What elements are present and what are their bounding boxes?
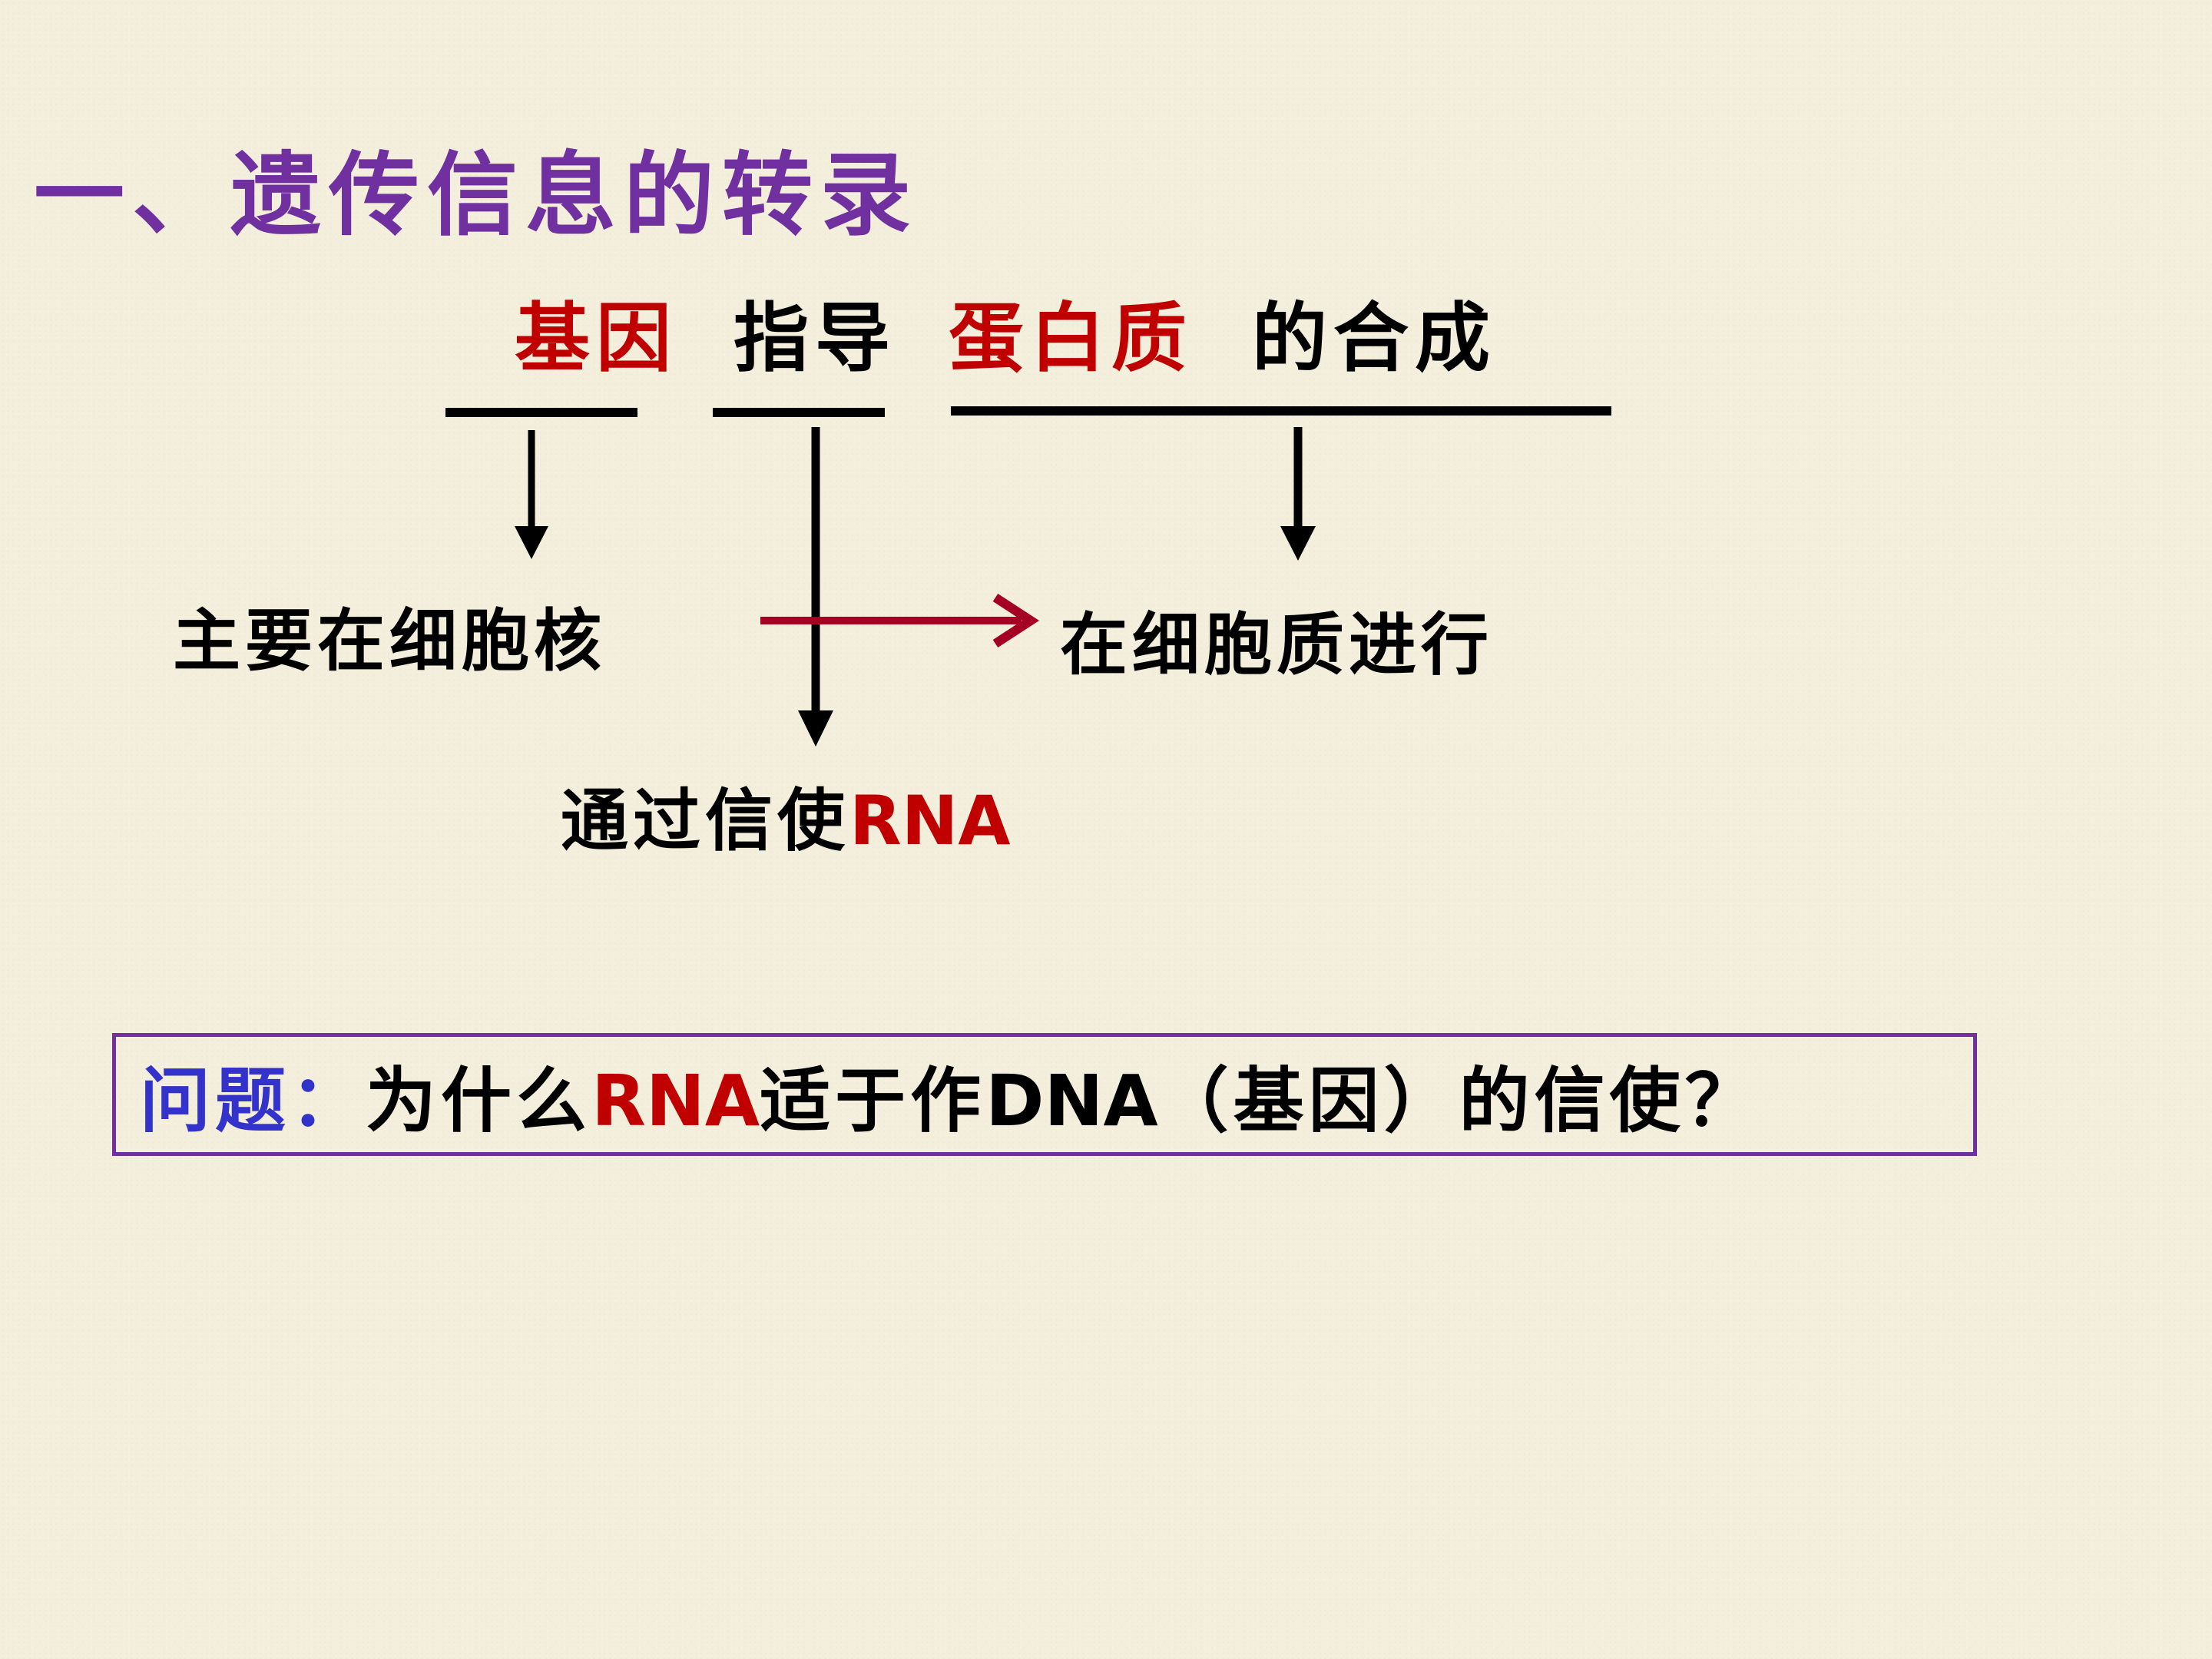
- arrow-down-gene: [515, 430, 548, 559]
- label-cytoplasm: 在细胞质进行: [1060, 604, 1494, 684]
- word-protein: 蛋白质: [949, 294, 1194, 382]
- question-part3: （基因）的信使？: [1157, 1059, 1760, 1142]
- question-part1: 为什么: [366, 1059, 592, 1142]
- label-messenger: 通过信使RNA: [561, 786, 1011, 855]
- word-gene: 基因: [515, 294, 678, 382]
- question-dna: DNA: [985, 1060, 1158, 1142]
- label-nucleus: 主要在细胞核: [173, 601, 607, 680]
- label-messenger-prefix: 通过信使: [561, 780, 850, 860]
- word-guide: 指导: [733, 294, 897, 382]
- arrow-down-guide: [798, 427, 833, 747]
- slide-title: 一、遗传信息的转录: [34, 141, 919, 248]
- arrow-down-synthesis: [1280, 427, 1316, 561]
- question-box: [112, 1033, 1977, 1156]
- label-messenger-rna: RNA: [849, 781, 1011, 860]
- question-label: 问题：: [140, 1059, 366, 1142]
- question-text: 问题：为什么RNA适于作DNA（基因）的信使？: [140, 1065, 1760, 1137]
- arrow-right-red: [760, 593, 1039, 648]
- question-rna: RNA: [591, 1060, 760, 1142]
- question-part2: 适于作: [760, 1059, 986, 1142]
- word-synthesis: 的合成: [1252, 294, 1497, 382]
